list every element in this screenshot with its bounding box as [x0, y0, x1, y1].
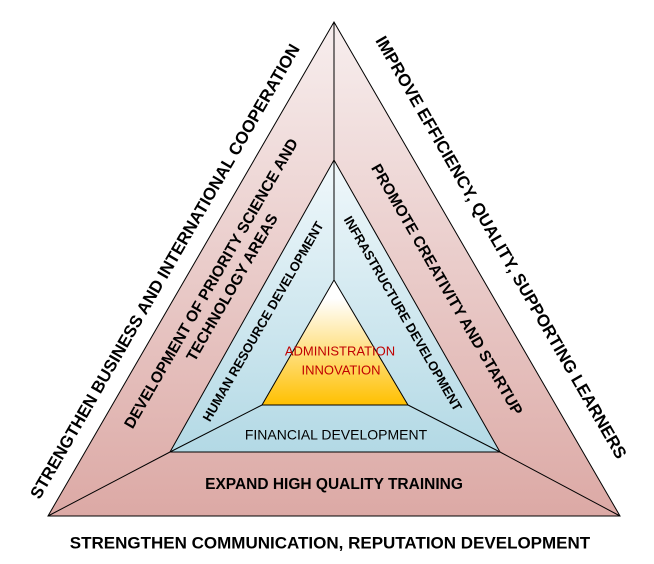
core-triangle [261, 279, 409, 406]
divider-lines [47, 22, 621, 517]
core-label-line1: ADMINISTRATION [285, 343, 395, 358]
outer-bottom-label: STRENGTHEN COMMUNICATION, REPUTATION DEV… [70, 533, 591, 552]
middle-bottom-label: EXPAND HIGH QUALITY TRAINING [205, 476, 463, 493]
core-label-line2: INNOVATION [302, 362, 381, 377]
inner-bottom-label: FINANCIAL DEVELOPMENT [245, 427, 428, 443]
